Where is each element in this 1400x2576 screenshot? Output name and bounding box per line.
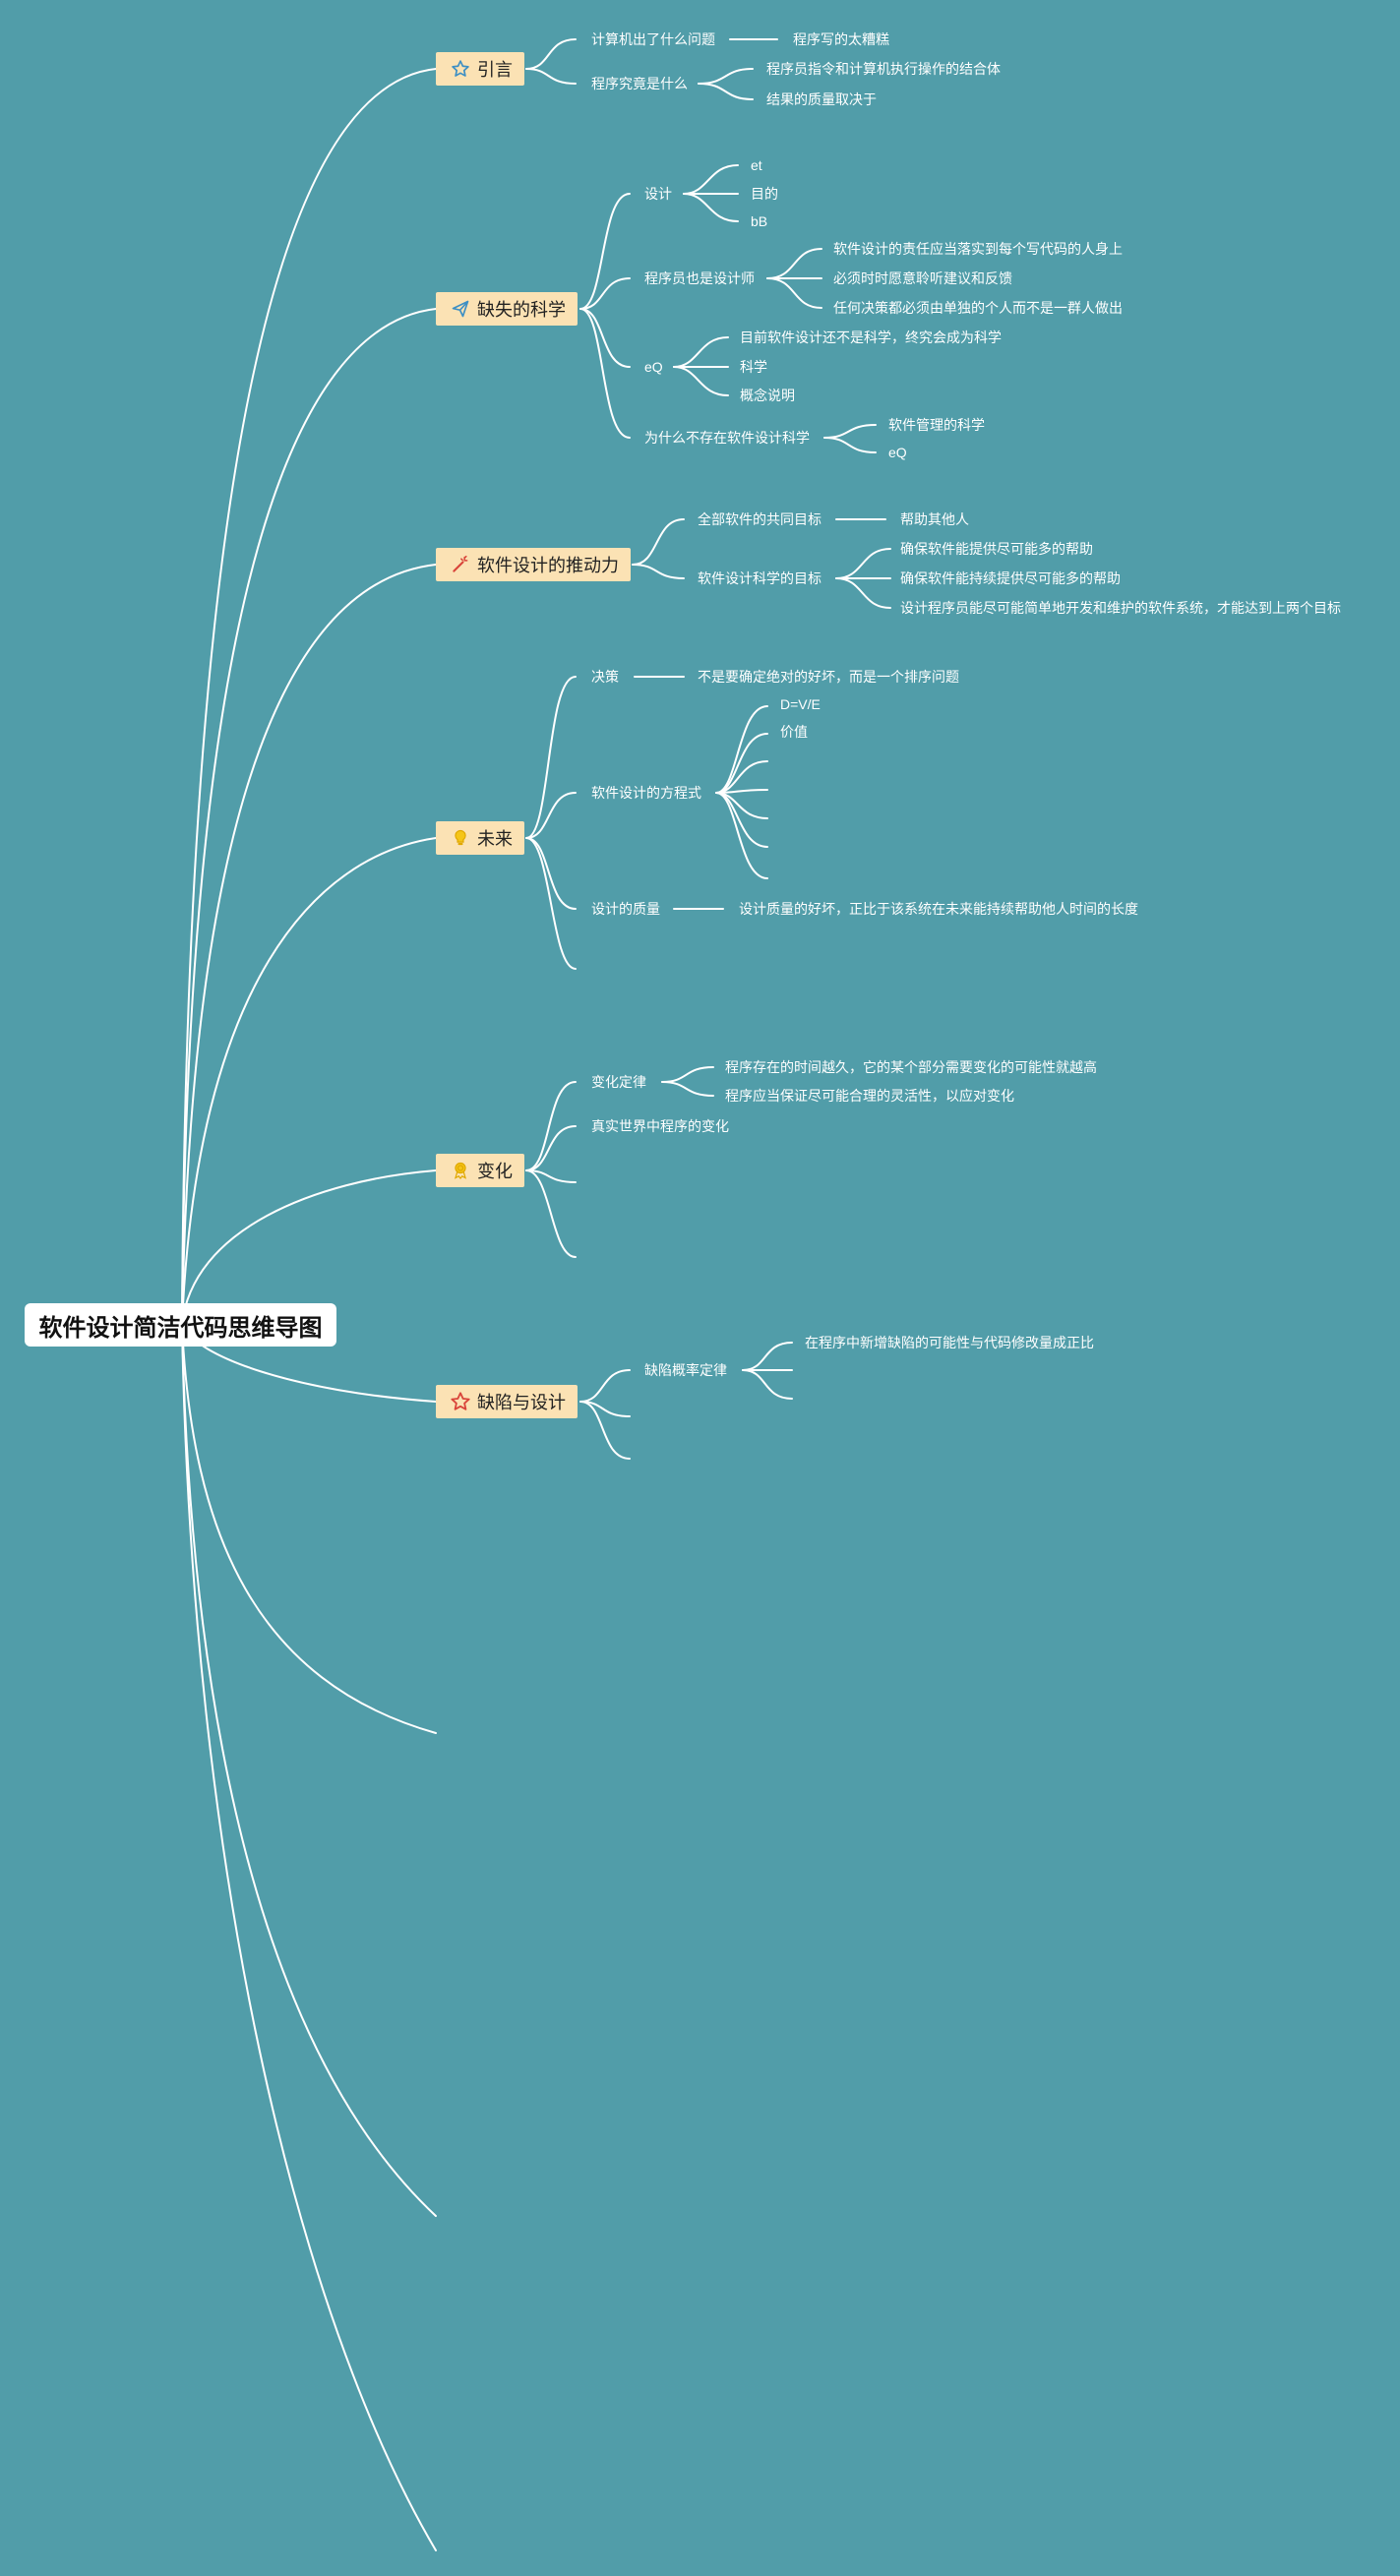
topic-missing-science[interactable]: 缺失的科学 [436, 292, 578, 326]
star-outline-icon [450, 58, 471, 80]
node-decision[interactable]: 决策 [591, 669, 619, 685]
topic-driving-force[interactable]: 软件设计的推动力 [436, 548, 631, 581]
node-quality[interactable]: 设计的质量 [591, 901, 660, 917]
node-help-others[interactable]: 帮助其他人 [900, 511, 969, 527]
root-topic[interactable]: 软件设计简洁代码思维导图 [25, 1303, 336, 1347]
node-goal-child[interactable]: 确保软件能提供尽可能多的帮助 [900, 541, 1093, 557]
node-quality-text[interactable]: 设计质量的好坏，正比于该系统在未来能持续帮助他人时间的长度 [739, 901, 1138, 917]
topic-defect-design[interactable]: 缺陷与设计 [436, 1385, 578, 1418]
node-eq-child[interactable]: 科学 [740, 359, 767, 375]
node-real-world[interactable]: 真实世界中程序的变化 [591, 1118, 729, 1134]
node-design-child[interactable]: bB [751, 213, 768, 229]
node-quality-depends[interactable]: 结果的质量取决于 [766, 91, 877, 107]
topic-intro[interactable]: 引言 [436, 52, 524, 86]
topic-future[interactable]: 未来 [436, 821, 524, 855]
node-design-child[interactable]: et [751, 157, 762, 173]
node-why-no-science[interactable]: 为什么不存在软件设计科学 [644, 430, 810, 446]
node-eq[interactable]: eQ [644, 359, 663, 375]
node-what-is-program[interactable]: 程序究竟是什么 [591, 76, 688, 91]
node-eq-child[interactable]: 概念说明 [740, 388, 795, 403]
node-design-child[interactable]: 目的 [751, 186, 778, 202]
node-programmer-child[interactable]: 任何决策都必须由单独的个人而不是一群人做出 [833, 300, 1123, 316]
topic-label: 缺失的科学 [477, 300, 566, 320]
node-what-wrong[interactable]: 计算机出了什么问题 [591, 31, 715, 47]
node-eq-child[interactable]: 目前软件设计还不是科学，终究会成为科学 [740, 329, 1002, 345]
topic-label: 引言 [477, 60, 513, 80]
node-change-law[interactable]: 变化定律 [591, 1074, 646, 1090]
award-ribbon-icon [450, 1160, 471, 1181]
node-why-child[interactable]: eQ [888, 445, 907, 460]
node-defect-law[interactable]: 缺陷概率定律 [644, 1362, 727, 1378]
node-programmer-designer[interactable]: 程序员也是设计师 [644, 270, 755, 286]
topic-label: 变化 [477, 1162, 513, 1181]
node-equation[interactable]: 软件设计的方程式 [591, 785, 701, 801]
node-science-goal[interactable]: 软件设计科学的目标 [698, 570, 822, 586]
node-equation-child[interactable]: 价值 [780, 724, 808, 740]
node-programmer-child[interactable]: 软件设计的责任应当落实到每个写代码的人身上 [833, 241, 1123, 257]
node-goal-child[interactable]: 确保软件能持续提供尽可能多的帮助 [900, 570, 1121, 586]
node-programmer-child[interactable]: 必须时时愿意聆听建议和反馈 [833, 270, 1012, 286]
node-equation-child[interactable]: D=V/E [780, 696, 821, 712]
topic-label: 软件设计的推动力 [477, 556, 619, 575]
topic-label: 缺陷与设计 [477, 1393, 566, 1412]
node-change-law-child[interactable]: 程序应当保证尽可能合理的灵活性，以应对变化 [725, 1088, 1014, 1104]
lightbulb-icon [450, 827, 471, 849]
node-change-law-child[interactable]: 程序存在的时间越久，它的某个部分需要变化的可能性就越高 [725, 1059, 1097, 1075]
topic-change[interactable]: 变化 [436, 1154, 524, 1187]
red-star-icon [450, 1391, 471, 1412]
node-defect-law-text[interactable]: 在程序中新增缺陷的可能性与代码修改量成正比 [805, 1335, 1094, 1350]
node-design[interactable]: 设计 [644, 186, 672, 202]
paper-plane-icon [450, 298, 471, 320]
node-combination[interactable]: 程序员指令和计算机执行操作的结合体 [766, 61, 1001, 77]
topic-label: 未来 [477, 829, 513, 849]
magic-wand-icon [450, 554, 471, 575]
node-goal-child[interactable]: 设计程序员能尽可能简单地开发和维护的软件系统，才能达到上两个目标 [900, 600, 1341, 616]
node-why-child[interactable]: 软件管理的科学 [888, 417, 985, 433]
node-badly-written[interactable]: 程序写的太糟糕 [793, 31, 889, 47]
node-common-goal[interactable]: 全部软件的共同目标 [698, 511, 822, 527]
node-decision-text[interactable]: 不是要确定绝对的好坏，而是一个排序问题 [698, 669, 959, 685]
